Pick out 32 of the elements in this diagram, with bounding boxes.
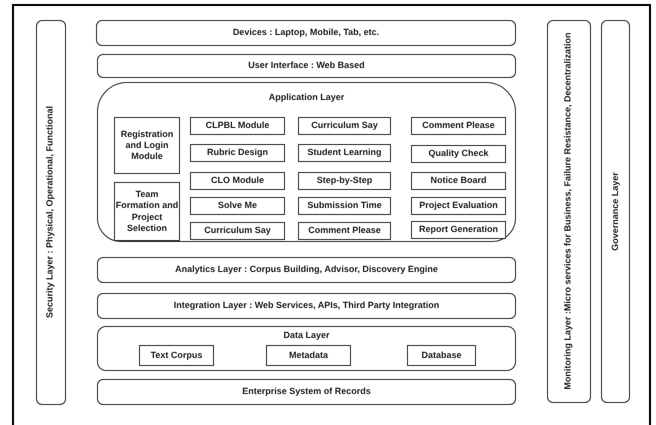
- module-box: Student Learning: [298, 144, 391, 162]
- module-box: Notice Board: [411, 172, 506, 190]
- module-box: CLO Module: [190, 172, 285, 190]
- layer-bar: Devices : Laptop, Mobile, Tab, etc.: [96, 20, 516, 46]
- layer-panel: [97, 326, 516, 371]
- layer-bar: Enterprise System of Records: [97, 379, 516, 405]
- module-box: Comment Please: [411, 117, 506, 135]
- module-box: Text Corpus: [139, 345, 214, 366]
- module-box: Database: [407, 345, 476, 366]
- layer-bar: User Interface : Web Based: [97, 54, 516, 78]
- layer-bar: Governance Layer: [601, 20, 630, 403]
- module-box: Registration and Login Module: [114, 117, 180, 174]
- module-box: Report Generation: [411, 221, 506, 239]
- layer-panel: [97, 82, 516, 242]
- module-box: Metadata: [266, 345, 351, 366]
- module-box: Team Formation and Project Selection: [114, 182, 180, 241]
- layer-bar: Monitoring Layer :Micro services for Business, Failure Resistance, Decentralization: [547, 20, 591, 403]
- module-box: CLPBL Module: [190, 117, 285, 135]
- layer-title: Application Layer: [268, 92, 346, 104]
- module-box: Project Evaluation: [411, 197, 506, 215]
- module-box: Quality Check: [411, 145, 506, 163]
- module-box: Solve Me: [190, 197, 285, 215]
- module-box: Curriculum Say: [298, 117, 391, 135]
- layer-title: Data Layer: [282, 330, 331, 342]
- layer-bar: Security Layer : Physical, Operational, Functional: [36, 20, 66, 405]
- layer-bar: Integration Layer : Web Services, APIs, Third Party Integration: [97, 293, 516, 319]
- module-box: Submission Time: [298, 197, 391, 215]
- module-box: Curriculum Say: [190, 222, 285, 240]
- module-box: Step-by-Step: [298, 172, 391, 190]
- layer-bar: Analytics Layer : Corpus Building, Advisor, Discovery Engine: [97, 257, 516, 283]
- module-box: Comment Please: [298, 222, 391, 240]
- module-box: Rubric Design: [190, 144, 285, 162]
